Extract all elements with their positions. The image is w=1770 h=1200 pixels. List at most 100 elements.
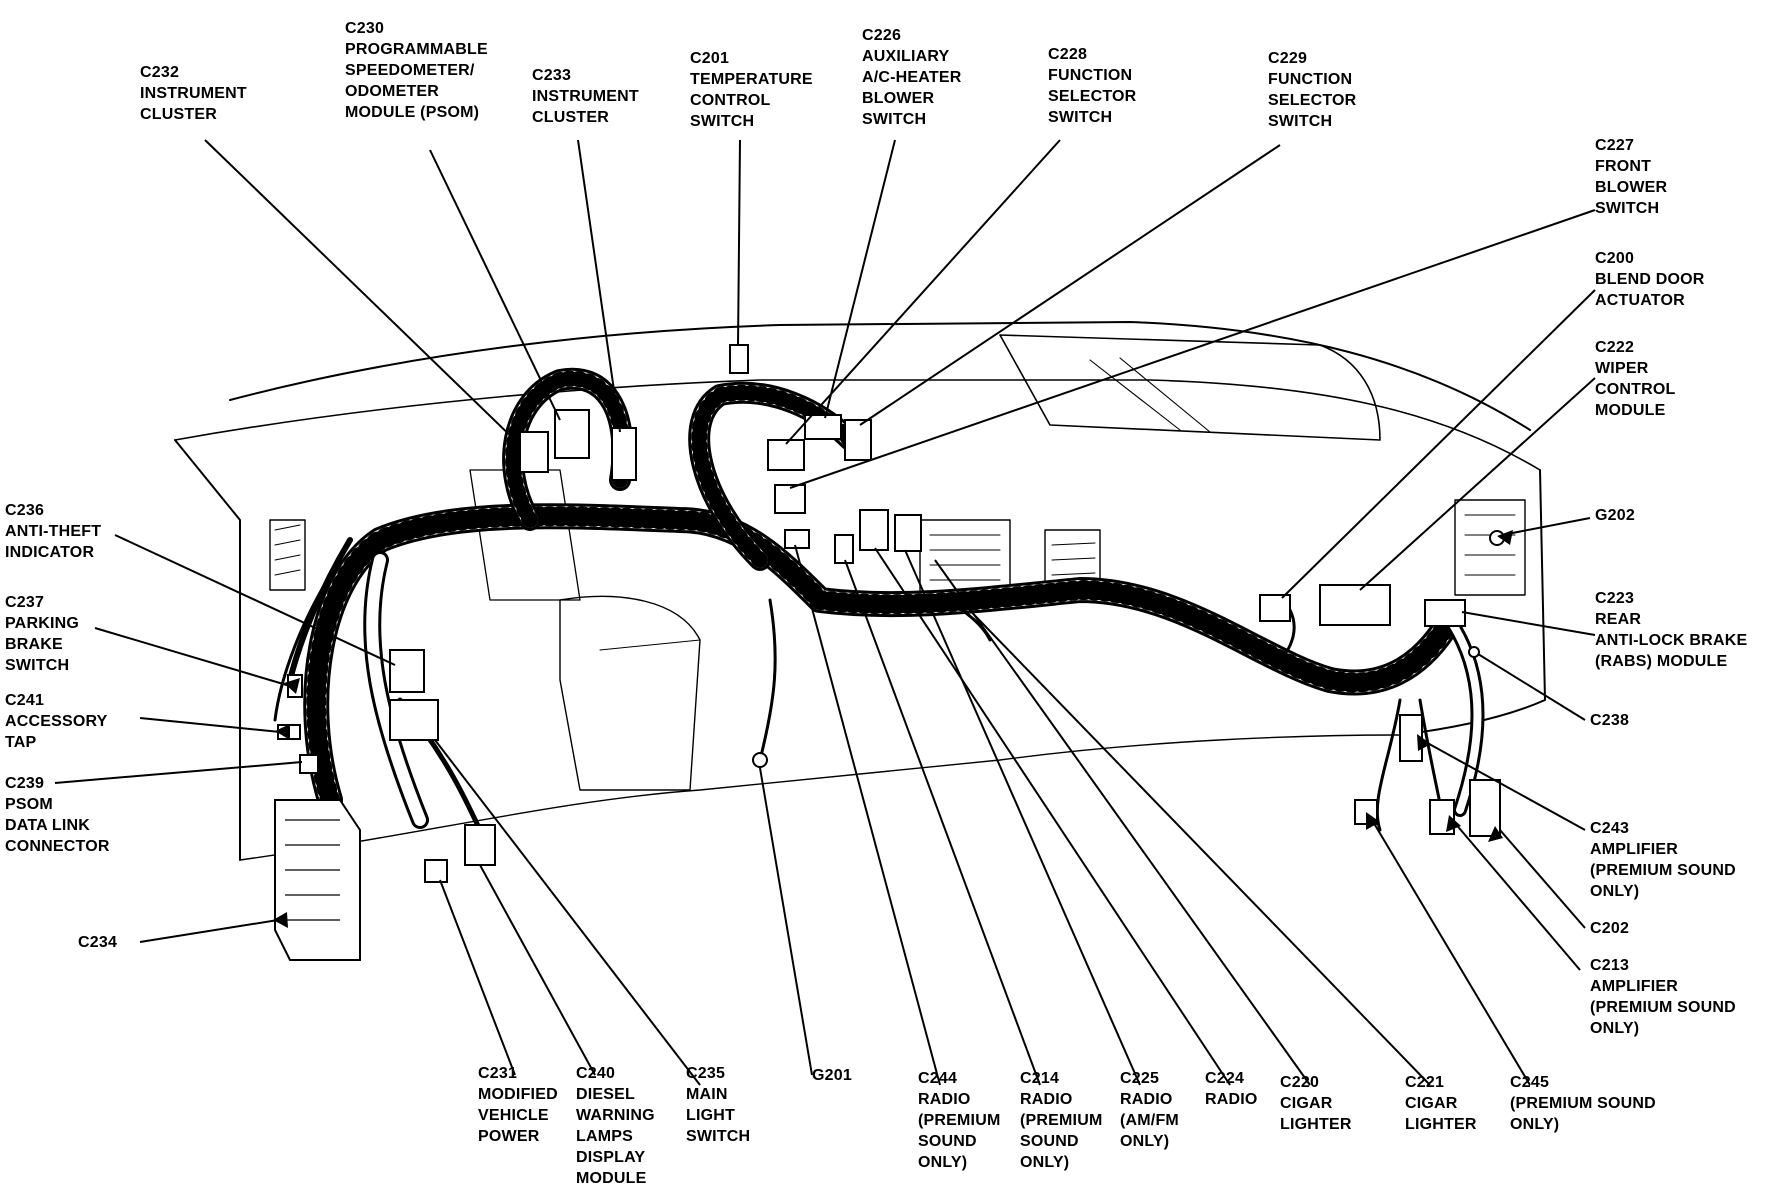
callout-c214-line: C214 — [1020, 1070, 1060, 1087]
callout-c201-line: TEMPERATURE — [690, 71, 813, 88]
leader-c233 — [577, 139, 621, 433]
connector-c240 — [464, 824, 496, 866]
callout-c202: C202 — [1590, 918, 1629, 939]
callout-c228-line: FUNCTION — [1048, 67, 1133, 84]
callout-c226-line: A/C-HEATER — [862, 69, 962, 86]
callout-c230-line: SPEEDOMETER/ — [345, 62, 475, 79]
callout-c228-line: SELECTOR — [1048, 88, 1137, 105]
callout-c236-line: ANTI-THEFT — [5, 523, 102, 540]
connector-c228 — [767, 439, 805, 471]
callout-c237-line: C237 — [5, 594, 45, 611]
leader-c224 — [874, 547, 1231, 1086]
dash-lower-edge — [174, 379, 1541, 471]
leader-c234 — [139, 919, 279, 943]
callout-c225-line: (AM/FM — [1120, 1112, 1179, 1129]
connector-c226 — [804, 414, 842, 440]
leader-c243 — [1421, 739, 1586, 831]
ground-g201 — [752, 752, 768, 768]
leader-c237 — [94, 627, 291, 687]
callout-c226-line: BLOWER — [862, 90, 935, 107]
connector-c232 — [519, 431, 549, 473]
callout-c240-line: WARNING — [576, 1107, 655, 1124]
dash-top-edge — [229, 321, 1531, 431]
callout-c244-line: (PREMIUM — [918, 1112, 1001, 1129]
callout-c236-line: C236 — [5, 502, 45, 519]
callout-c230-line: ODOMETER — [345, 83, 440, 100]
connector-c222 — [1319, 584, 1391, 626]
callout-c201-line: CONTROL — [690, 92, 771, 109]
callout-g201: G201 — [812, 1065, 852, 1086]
callout-c221: C221 CIGAR LIGHTER — [1405, 1072, 1477, 1135]
leader-c221 — [954, 594, 1431, 1086]
connector-c214 — [834, 534, 854, 564]
callout-c225-line: RADIO — [1120, 1091, 1173, 1108]
callout-c230: C230 PROGRAMMABLE SPEEDOMETER/ ODOMETER … — [345, 18, 488, 123]
callout-c237-line: PARKING — [5, 615, 79, 632]
leader-c235 — [434, 739, 701, 1086]
callout-c241-line: TAP — [5, 734, 37, 751]
callout-c224-line: C224 — [1205, 1070, 1245, 1087]
callout-c221-line: LIGHTER — [1405, 1116, 1477, 1133]
callout-c235-line: MAIN — [686, 1086, 728, 1103]
connector-c224 — [859, 509, 889, 551]
callout-c243-line: (PREMIUM SOUND — [1590, 862, 1736, 879]
callout-c245-line: ONLY) — [1510, 1116, 1560, 1133]
callout-c237-line: BRAKE — [5, 636, 63, 653]
psom-module-box — [274, 799, 361, 961]
callout-c214: C214 RADIO (PREMIUM SOUND ONLY) — [1020, 1068, 1102, 1173]
callout-c245-line: C245 — [1510, 1074, 1550, 1091]
callout-c233-line: C233 — [532, 67, 572, 84]
callout-c240-line: DIESEL — [576, 1086, 635, 1103]
callout-c238-line: C238 — [1590, 712, 1630, 729]
callout-c230-line: PROGRAMMABLE — [345, 41, 488, 58]
steering-opening — [559, 595, 701, 791]
callout-c233-line: INSTRUMENT — [532, 88, 639, 105]
callout-c227: C227 FRONT BLOWER SWITCH — [1595, 135, 1667, 219]
connector-c200 — [1259, 594, 1291, 622]
callout-c239: C239 PSOM DATA LINK CONNECTOR — [5, 773, 110, 857]
callout-c222-line: MODULE — [1595, 402, 1666, 419]
callout-c243-line: ONLY) — [1590, 883, 1640, 900]
callout-c213-line: C213 — [1590, 957, 1630, 974]
connector-c235 — [389, 699, 439, 741]
callout-c226-line: C226 — [862, 27, 902, 44]
connector-c225 — [894, 514, 922, 552]
callout-c220: C220 CIGAR LIGHTER — [1280, 1072, 1352, 1135]
callout-c220-line: LIGHTER — [1280, 1116, 1352, 1133]
connector-c236 — [389, 649, 425, 693]
callout-c200-line: BLEND DOOR — [1595, 271, 1705, 288]
callout-c213-line: ONLY) — [1590, 1020, 1640, 1037]
leader-c229 — [859, 144, 1281, 426]
connector-c231 — [424, 859, 448, 883]
callout-c231: C231 MODIFIED VEHICLE POWER — [478, 1063, 558, 1147]
callout-c239-line: C239 — [5, 775, 45, 792]
callout-c231-line: VEHICLE — [478, 1107, 549, 1124]
callout-c240: C240 DIESEL WARNING LAMPS DISPLAY MODULE — [576, 1063, 655, 1189]
callout-c237: C237 PARKING BRAKE SWITCH — [5, 592, 79, 676]
callout-c239-line: DATA LINK — [5, 817, 91, 834]
callout-c231-line: MODIFIED — [478, 1086, 558, 1103]
callout-c201: C201 TEMPERATURE CONTROL SWITCH — [690, 48, 813, 132]
callout-c239-line: PSOM — [5, 796, 53, 813]
callout-c224: C224 RADIO — [1205, 1068, 1258, 1110]
dash-left-panel — [174, 439, 241, 861]
callout-g201-line: G201 — [812, 1067, 852, 1084]
callout-c228-line: C228 — [1048, 46, 1088, 63]
callout-c229-line: SELECTOR — [1268, 92, 1357, 109]
callout-c230-line: C230 — [345, 20, 385, 37]
connector-c239 — [299, 754, 319, 774]
leader-c231 — [439, 879, 516, 1076]
leader-g201 — [759, 767, 813, 1076]
callout-c244-line: C244 — [918, 1070, 958, 1087]
callout-c200-line: C200 — [1595, 250, 1635, 267]
callout-c229-line: C229 — [1268, 50, 1308, 67]
callout-c221-line: C221 — [1405, 1074, 1445, 1091]
callout-c232: C232 INSTRUMENT CLUSTER — [140, 62, 247, 125]
callout-c238: C238 — [1590, 710, 1629, 731]
callout-c236-line: INDICATOR — [5, 544, 95, 561]
callout-c229: C229 FUNCTION SELECTOR SWITCH — [1268, 48, 1356, 132]
leader-c230 — [429, 149, 561, 421]
callout-c221-line: CIGAR — [1405, 1095, 1458, 1112]
